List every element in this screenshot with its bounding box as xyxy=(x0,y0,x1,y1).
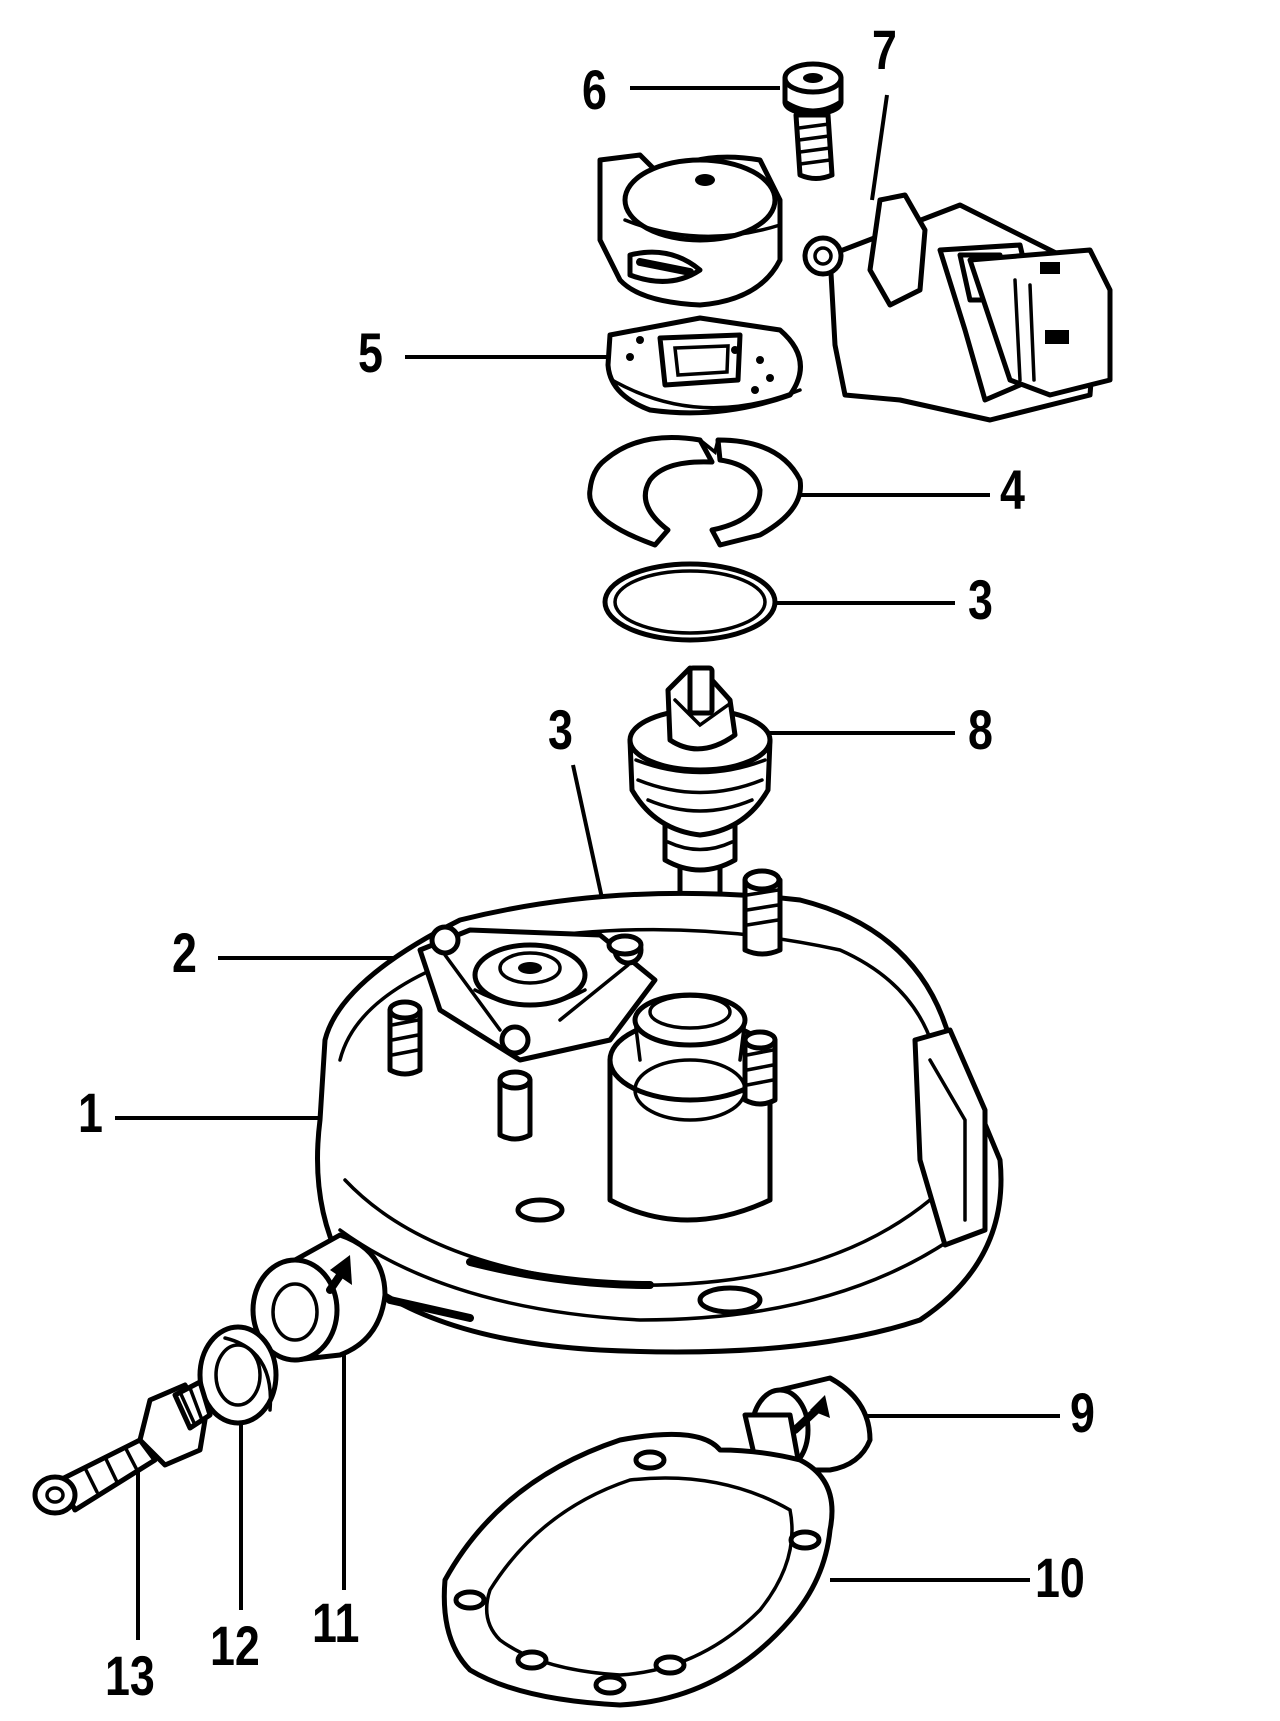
part-8-injector xyxy=(627,665,773,920)
part-12-washer xyxy=(197,1324,279,1426)
part-13-hose-fitting xyxy=(32,1379,213,1516)
callout-1: 1 xyxy=(78,1081,103,1144)
part-6-screw xyxy=(782,61,844,181)
callout-5: 5 xyxy=(358,321,383,384)
part-4-retaining-ring xyxy=(587,435,803,548)
callout-10: 10 xyxy=(1035,1546,1085,1609)
callout-3-lower: 3 xyxy=(548,698,573,761)
part-11-bushing xyxy=(250,1232,388,1363)
part-2-regulator xyxy=(417,924,658,1063)
callout-2: 2 xyxy=(172,921,197,984)
callout-12: 12 xyxy=(210,1614,260,1677)
callout-13: 13 xyxy=(105,1644,155,1707)
part-7-sensor-housing xyxy=(597,152,1113,423)
callout-9: 9 xyxy=(1070,1381,1095,1444)
leader-7 xyxy=(870,94,889,201)
callout-4: 4 xyxy=(1000,458,1025,521)
leader-lines xyxy=(115,86,1060,1640)
callout-7: 7 xyxy=(872,18,897,81)
part-3-o-ring-lower xyxy=(606,933,644,957)
part-3-o-ring-upper xyxy=(602,561,778,643)
callout-6: 6 xyxy=(582,58,607,121)
part-10-gasket xyxy=(441,1431,835,1708)
callout-3-upper: 3 xyxy=(968,568,993,631)
callout-11: 11 xyxy=(312,1591,360,1654)
part-5-gasket xyxy=(605,315,803,416)
part-1-throttle-body xyxy=(315,868,1004,1355)
callout-8: 8 xyxy=(968,698,993,761)
